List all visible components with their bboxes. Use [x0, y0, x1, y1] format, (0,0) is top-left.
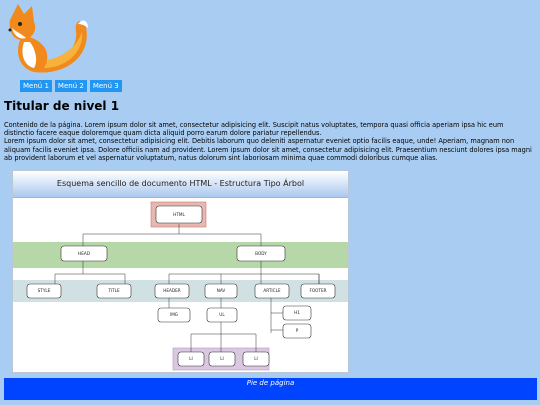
- node-footer: FOOTER: [309, 288, 326, 293]
- node-title: TITLE: [107, 288, 120, 293]
- footer-text: Pie de página: [246, 379, 295, 387]
- node-style: STYLE: [38, 288, 51, 293]
- html-tree-diagram: Esquema sencillo de documento HTML - Est…: [12, 170, 349, 373]
- node-img: IMG: [170, 312, 178, 317]
- fox-logo-icon: [8, 4, 88, 73]
- node-nav: NAV: [217, 288, 226, 293]
- node-html: HTML: [173, 212, 185, 217]
- node-li-2: LI: [220, 356, 224, 361]
- node-article: ARTICLE: [263, 288, 281, 293]
- diagram-title: Esquema sencillo de documento HTML - Est…: [13, 171, 348, 198]
- content-paragraph-1: Contenido de la página. Lorem ipsum dolo…: [4, 121, 504, 138]
- node-h1: H1: [294, 310, 300, 315]
- main-menu: Menú 1 Menú 2 Menú 3: [20, 80, 122, 92]
- node-li-3: LI: [254, 356, 258, 361]
- node-p: P: [296, 328, 299, 333]
- menu-item-1[interactable]: Menú 1: [20, 80, 52, 92]
- diagram-canvas: HTML HEAD BODY STYLE TITLE HEADER NAV AR…: [13, 201, 348, 371]
- node-body: BODY: [255, 251, 267, 256]
- menu-item-3[interactable]: Menú 3: [89, 80, 122, 92]
- node-ul: UL: [219, 312, 225, 317]
- node-head: HEAD: [78, 251, 90, 256]
- menu-item-2[interactable]: Menú 2: [54, 80, 87, 92]
- page-heading: Titular de nivel 1: [4, 99, 120, 113]
- content-paragraph-2: Lorem ipsum dolor sit amet, consectetur …: [4, 137, 532, 162]
- page-footer: Pie de página: [4, 378, 537, 400]
- node-header: HEADER: [163, 288, 181, 293]
- page-content: Contenido de la página. Lorem ipsum dolo…: [4, 121, 534, 162]
- node-li-1: LI: [189, 356, 193, 361]
